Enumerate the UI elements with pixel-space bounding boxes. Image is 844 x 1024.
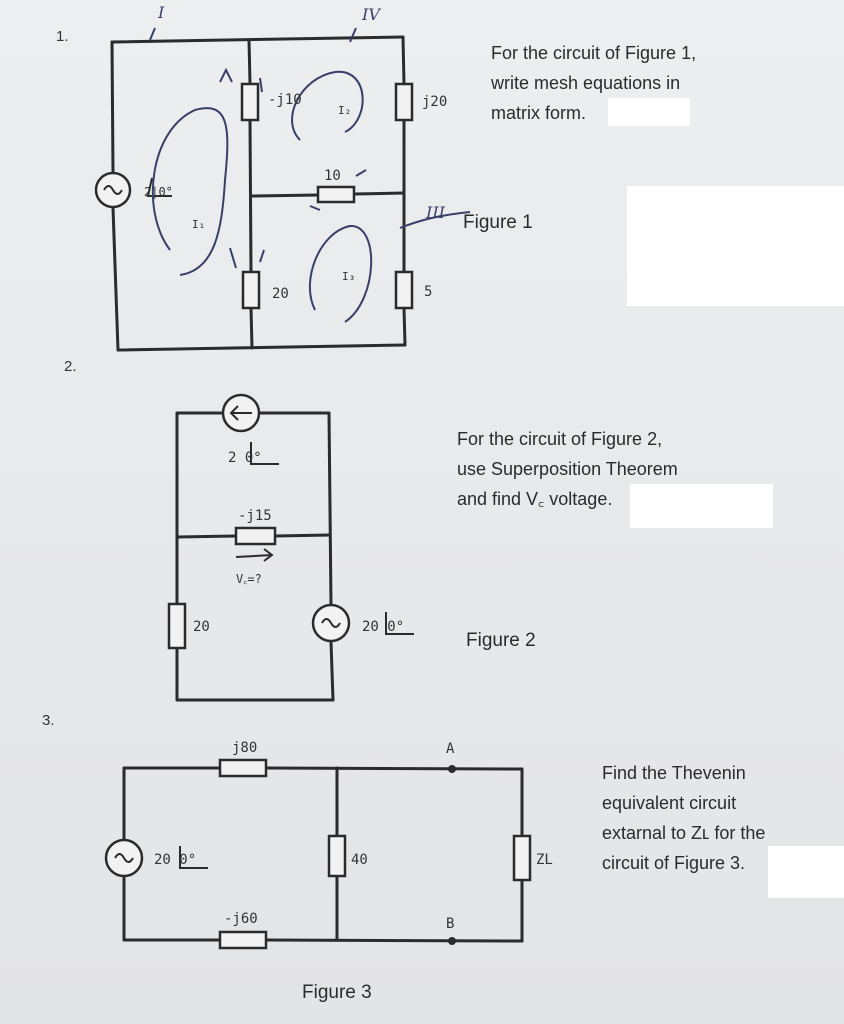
problem-3-line: equivalent circuit (602, 793, 737, 813)
figure1-circuit (110, 35, 407, 352)
fig1-resistor-20 (241, 270, 261, 310)
problem-2-text: For the circuit of Figure 2, use Superpo… (457, 424, 678, 514)
fig3-node-b: B (446, 916, 454, 932)
fig2-capacitor-neg-j15 (234, 526, 277, 546)
fig3-label-load: ZL (536, 852, 553, 868)
fig1-label-source: 2|0° (144, 185, 173, 199)
figure2-circuit (175, 411, 335, 702)
problem-2-line: For the circuit of Figure 2, (457, 429, 663, 449)
problem-3-line: circuit of Figure 3. (602, 853, 746, 873)
fig3-label-inductor: j80 (232, 740, 257, 756)
fig1-resistor-10 (316, 185, 356, 204)
fig1-label-r5: 5 (424, 284, 432, 300)
node-b-dot (448, 937, 456, 945)
fig3-load-zl (512, 834, 532, 882)
redaction-box (627, 186, 844, 306)
redaction-box (630, 484, 773, 528)
fig2-label-vc: V꜀=? (236, 572, 262, 586)
fig1-resistor-5 (394, 270, 414, 310)
fig1-mesh-i2: I₂ (338, 104, 351, 117)
fig1-mesh-i1: I₁ (192, 218, 205, 231)
problem-number-1: 1. (56, 28, 69, 45)
fig3-capacitor-neg-j60 (218, 930, 268, 950)
fig3-inductor-j80 (218, 758, 268, 778)
problem-1-line: For the circuit of Figure 1, (491, 43, 697, 63)
problem-1-line: matrix form. (491, 103, 587, 123)
figure3-circuit (122, 766, 524, 943)
fig2-label-capacitor: -j15 (238, 508, 272, 524)
fig1-mesh-i3: I₃ (342, 270, 355, 283)
fig1-label-r2: j20 (422, 94, 447, 110)
problem-3-line: Find the Thevenin (602, 763, 746, 783)
redaction-box (768, 846, 844, 898)
fig1-label-r1: -j10 (268, 92, 302, 108)
problem-1-text: For the circuit of Figure 1, write mesh … (491, 38, 696, 128)
fig1-resistor-neg-j10 (240, 82, 260, 122)
node-a-dot (448, 765, 456, 773)
fig1-label-r4: 20 (272, 286, 289, 302)
fig2-label-resistor: 20 (193, 619, 210, 635)
problem-2-line: use Superposition Theorem (457, 459, 678, 479)
hand-mark-i: I (157, 3, 165, 22)
hand-mark-iv: IV (361, 5, 381, 24)
fig3-label-source: 20 0° (154, 852, 196, 868)
fig1-label-r3: 10 (324, 168, 341, 184)
figure-2-label: Figure 2 (466, 630, 536, 651)
fig2-resistor-20 (167, 602, 187, 650)
problem-number-3: 3. (42, 712, 55, 729)
fig3-label-capacitor: -j60 (224, 911, 258, 927)
figure-1-label: Figure 1 (463, 212, 533, 233)
fig3-node-a: A (446, 741, 455, 757)
redaction-box (608, 98, 690, 126)
fig2-label-voltage-source: 20 0° (362, 619, 404, 635)
problem-1-line: write mesh equations in (491, 73, 681, 93)
problem-number-2: 2. (64, 358, 77, 375)
problem-2-line: and find V꜀ voltage. (457, 489, 613, 509)
problem-3-line: extarnal to Zʟ for the (602, 823, 766, 843)
fig2-label-current-source: 2 0° (228, 450, 262, 466)
fig3-label-resistor: 40 (351, 852, 368, 868)
fig3-resistor-40 (327, 834, 347, 878)
fig1-mesh-loops (149, 27, 471, 323)
fig1-resistor-j20 (394, 82, 414, 122)
figure-3-label: Figure 3 (302, 982, 372, 1003)
hand-mark-iii: III (425, 203, 446, 222)
problem-3-text: Find the Thevenin equivalent circuit ext… (602, 758, 765, 878)
